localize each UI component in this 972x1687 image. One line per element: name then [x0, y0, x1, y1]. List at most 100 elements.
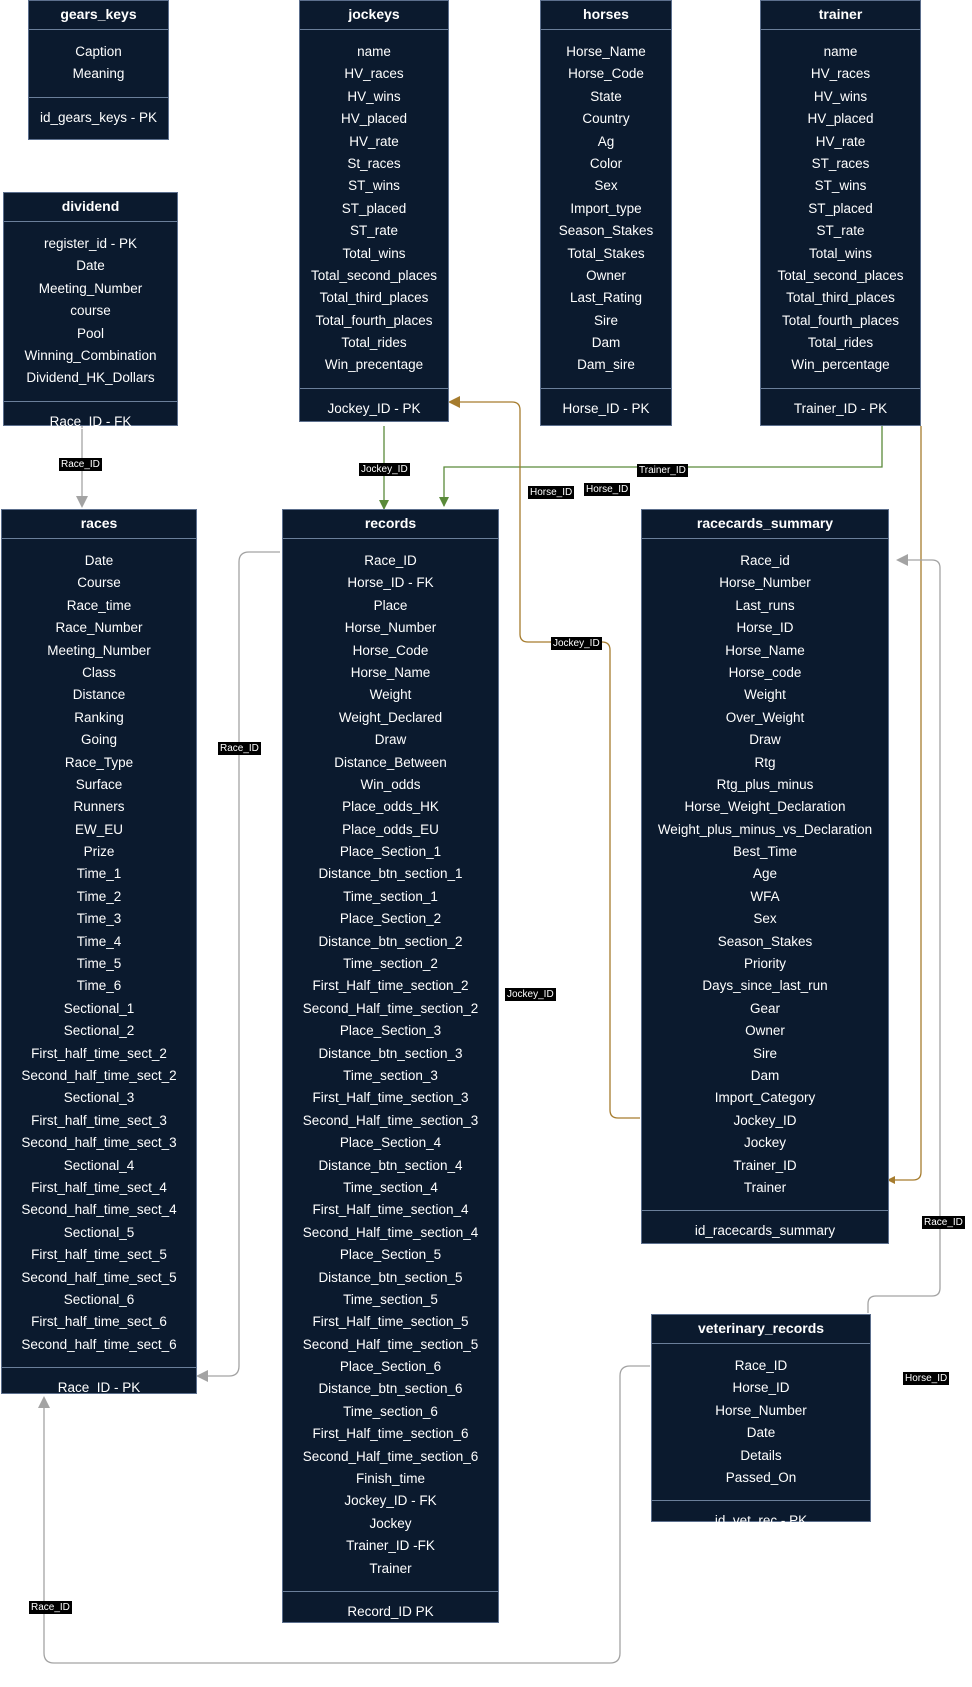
field: Total_wins — [808, 245, 873, 261]
field: Race_id — [740, 553, 790, 568]
entity-horses[interactable]: horses Horse_Name Horse_Code State Count… — [540, 0, 672, 426]
field: ST_wins — [814, 178, 867, 194]
field: Sectional_1 — [63, 1000, 135, 1016]
field: Owner — [586, 267, 626, 283]
field: Sectional_5 — [63, 1224, 135, 1240]
field: course — [70, 303, 111, 319]
field: Distance_btn_section_5 — [318, 1269, 463, 1285]
key-list: Horse_ID - PK — [541, 389, 671, 425]
field: Horse_ID - FK — [347, 575, 434, 591]
field: Distance_btn_section_1 — [318, 866, 463, 882]
entity-title: horses — [541, 1, 671, 30]
field: Sire — [752, 1045, 777, 1061]
field: Horse_Name — [350, 664, 431, 680]
field: Country — [582, 111, 630, 127]
key-list: Race_ID - PK — [2, 1368, 196, 1404]
field: Surface — [75, 776, 123, 792]
field-list: name HV_races HV_wins HV_placed HV_rate … — [300, 30, 448, 389]
key-list: Record_ID PK — [283, 1592, 498, 1628]
field: Time_section_3 — [343, 1067, 438, 1083]
field: Horse_Weight_Declaration — [684, 799, 846, 815]
field: Details — [740, 1447, 782, 1463]
field: First_Half_time_section_3 — [312, 1090, 469, 1106]
field: Horse_ID — [732, 1380, 790, 1396]
entity-title: jockeys — [300, 1, 448, 30]
field: Time_2 — [76, 888, 122, 904]
field: Time_6 — [76, 978, 122, 994]
field: Total_fourth_places — [781, 312, 900, 328]
field: Total_rides — [341, 335, 407, 351]
entity-veterinary-records[interactable]: veterinary_records Race_ID Horse_ID Hors… — [651, 1314, 871, 1528]
field: Second_Half_time_section_3 — [302, 1112, 479, 1128]
entity-races[interactable]: races Date Course Race_time Race_Number … — [1, 509, 197, 1395]
entity-title: trainer — [761, 1, 920, 30]
field-list: Caption Meaning — [29, 30, 168, 98]
field: Second_Half_time_section_2 — [302, 1000, 479, 1016]
field-list: Race_id Horse_Number Last_runs Horse_ID … — [642, 539, 888, 1212]
field: Distance_Between — [334, 754, 447, 770]
field: St_races — [347, 155, 401, 171]
field: Time_5 — [76, 956, 122, 972]
edge-trainer-racecards — [887, 426, 922, 1184]
edge-vet-races — [38, 1365, 650, 1664]
field: Total_rides — [807, 335, 874, 351]
field: ST_placed — [341, 200, 407, 216]
primary-key: Horse_ID - PK — [562, 400, 650, 416]
field: First_half_time_sect_6 — [31, 1314, 167, 1330]
field-list: Horse_Name Horse_Code State Country Ag C… — [541, 30, 671, 389]
field-list: register_id - PK Date Meeting_Number cou… — [4, 222, 177, 402]
field: Sectional_6 — [63, 1291, 135, 1307]
field: Time_section_2 — [343, 956, 438, 972]
entity-trainer[interactable]: trainer name HV_races HV_wins HV_placed … — [760, 0, 921, 426]
field: Place_Section_2 — [339, 911, 442, 927]
field: First_half_time_sect_3 — [31, 1112, 167, 1128]
field: Season_Stakes — [717, 933, 813, 949]
field: Dam — [591, 335, 621, 351]
field: Race_ID — [734, 1358, 788, 1373]
field: Last_Rating — [569, 290, 643, 306]
field: Passed_On — [725, 1469, 797, 1485]
entity-gears-keys[interactable]: gears_keys Caption Meaning id_gears_keys… — [28, 0, 169, 140]
field: Total_Stakes — [567, 245, 645, 261]
field: Jockey_ID - FK — [344, 1493, 437, 1509]
field: Total_third_places — [786, 290, 895, 306]
field: Horse_Number — [719, 575, 811, 591]
field: Sex — [753, 911, 777, 927]
key-list: id_racecards_summary — [642, 1211, 888, 1247]
field: Second_half_time_sect_5 — [21, 1269, 177, 1285]
field: Weight — [744, 687, 786, 703]
field: HV_races — [344, 66, 404, 82]
field: Jockey_ID — [733, 1112, 797, 1128]
entity-jockeys[interactable]: jockeys name HV_races HV_wins HV_placed … — [299, 0, 449, 422]
field: Course — [77, 575, 121, 591]
entity-title: records — [283, 510, 498, 539]
field: ST_rate — [349, 223, 399, 239]
field: Date — [84, 553, 114, 568]
key-list: Jockey_ID - PK — [300, 389, 448, 425]
field: HV_placed — [340, 111, 408, 127]
field: Place_Section_3 — [339, 1023, 442, 1039]
edge-label-vet-horse: Horse_ID — [903, 1372, 950, 1385]
edge-label-horses-records: Horse_ID — [528, 486, 575, 499]
field: Meeting_Number — [38, 280, 143, 296]
entity-dividend[interactable]: dividend register_id - PK Date Meeting_N… — [3, 192, 178, 429]
entity-racecards-summary[interactable]: racecards_summary Race_id Horse_Number L… — [641, 509, 889, 1244]
field-list: Race_ID Horse_ID Horse_Number Date Detai… — [652, 1344, 870, 1502]
field: Going — [80, 732, 118, 748]
field: Owner — [745, 1023, 785, 1039]
edge-label-jockeys-racecards: Jockey_ID — [551, 637, 602, 650]
field: Horse_Number — [715, 1402, 807, 1418]
primary-key: id_gears_keys - PK — [39, 109, 158, 125]
field: Second_Half_time_section_6 — [302, 1448, 479, 1464]
field: ST_wins — [348, 178, 400, 194]
field: Sectional_4 — [63, 1157, 135, 1173]
entity-records[interactable]: records Race_ID Horse_ID - FK Place Hors… — [282, 509, 499, 1623]
field: Caption — [75, 44, 122, 59]
field: Weight — [369, 687, 412, 703]
field: WFA — [750, 888, 780, 904]
field: Dam — [750, 1067, 780, 1083]
field: Dividend_HK_Dollars — [26, 370, 155, 386]
field: Winning_Combination — [24, 347, 157, 363]
field: Second_half_time_sect_3 — [21, 1135, 177, 1151]
